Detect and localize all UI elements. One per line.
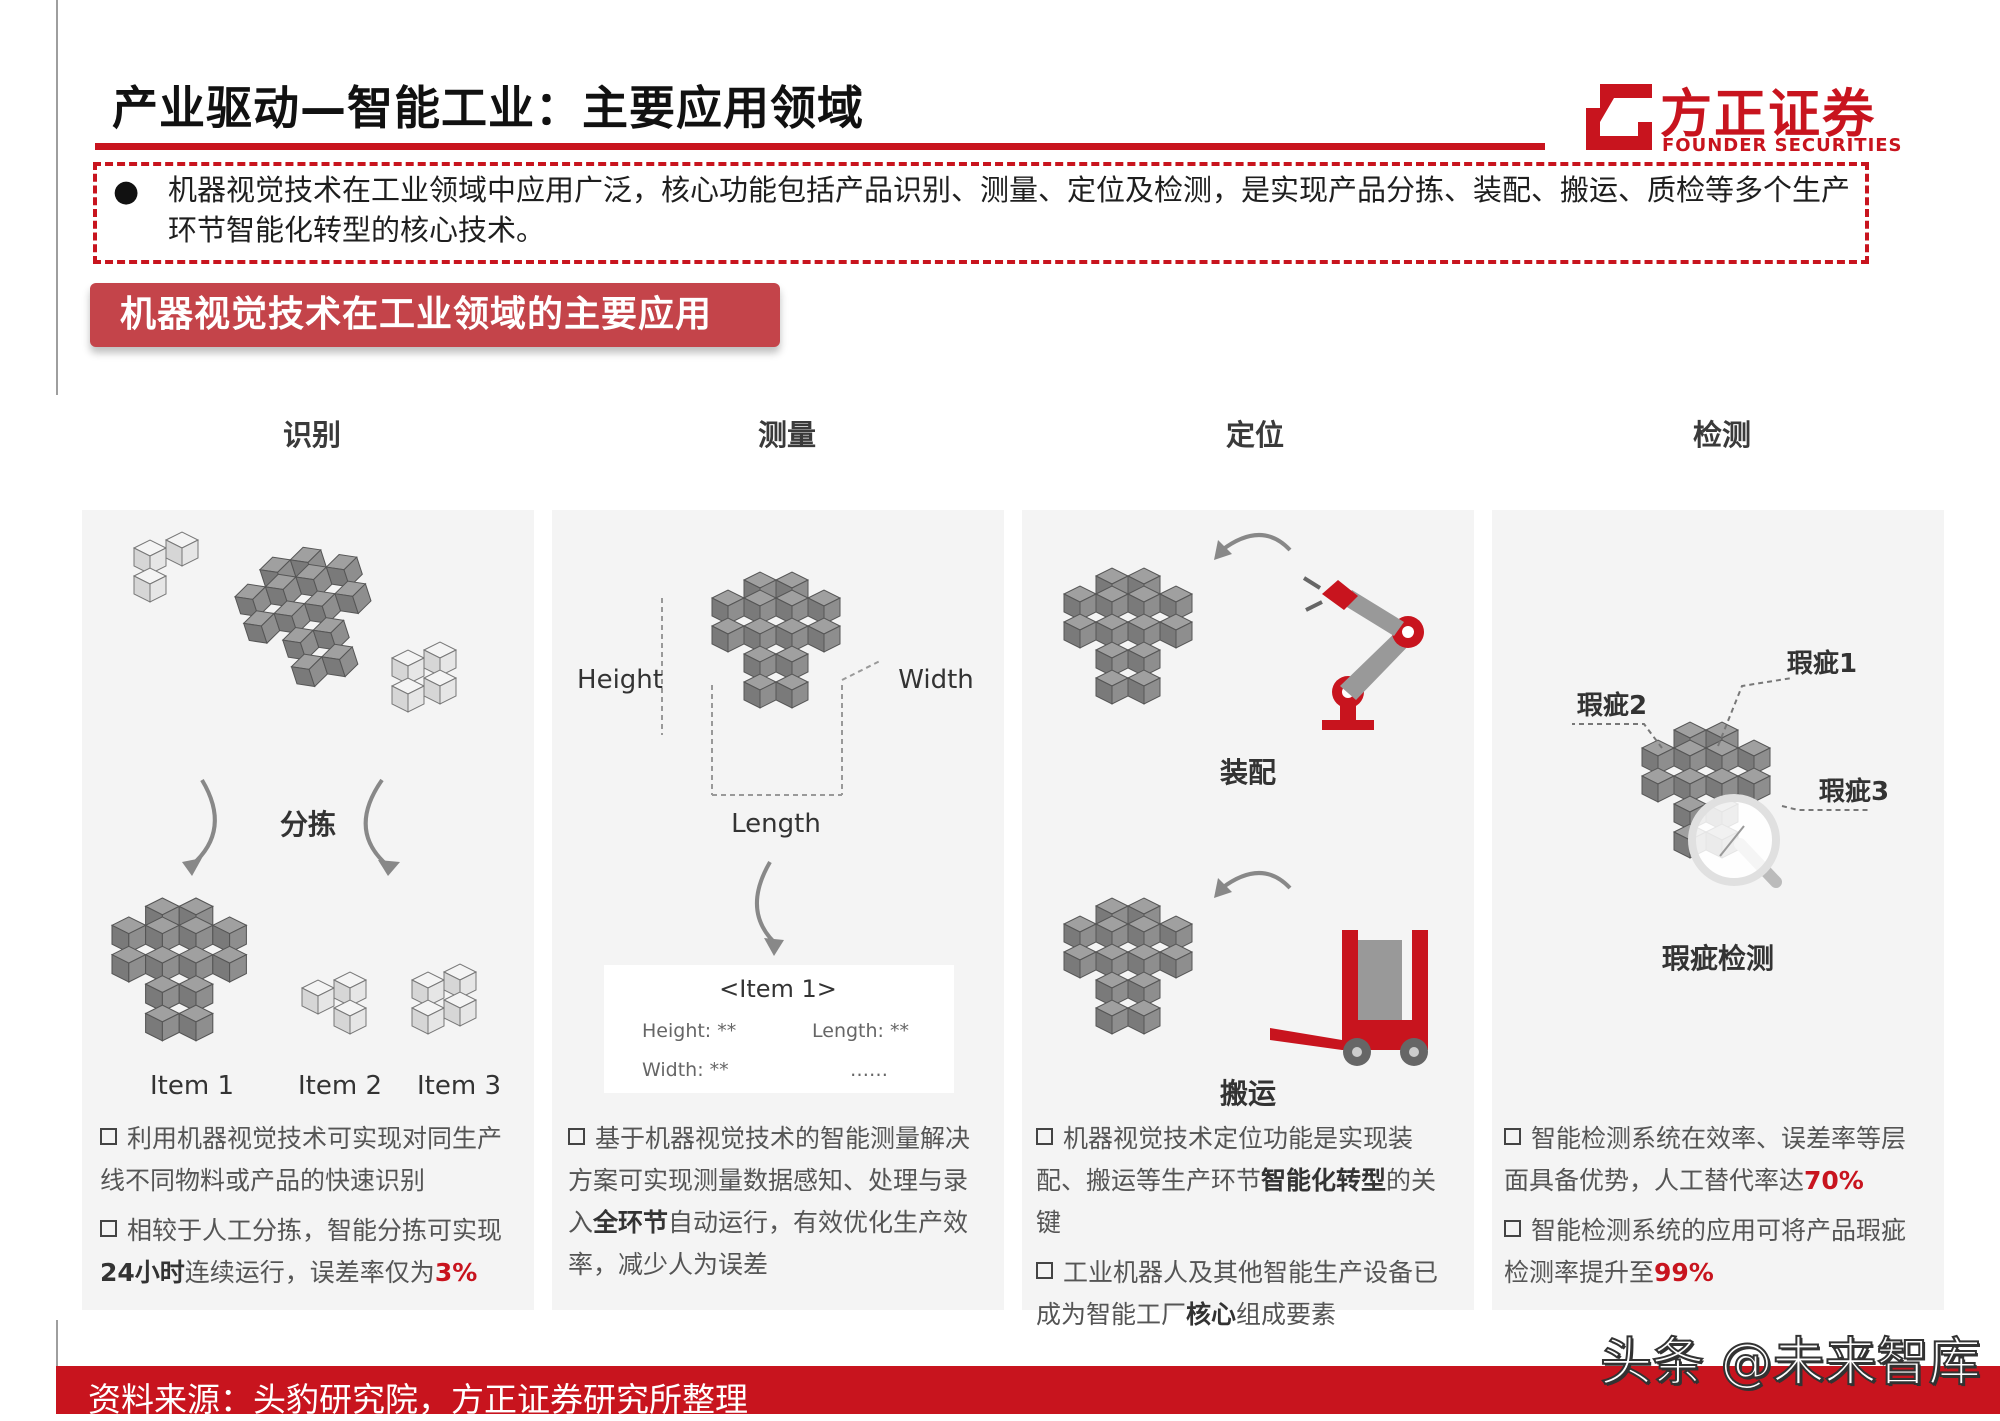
assembly-cube-cluster [1064, 568, 1192, 704]
footer-bar [56, 1366, 2000, 1414]
page-title: 产业驱动—智能工业：主要应用领域 [112, 81, 864, 135]
rotate-arrow-icon [1220, 533, 1292, 552]
summary-box [93, 162, 1869, 264]
width-label: Width [898, 665, 974, 695]
note-item: 工业机器人及其他智能生产设备已成为智能工厂核心组成要素 [1036, 1258, 1439, 1329]
item-card-more: …… [850, 1059, 888, 1081]
item-3-label: Item 3 [417, 1071, 501, 1101]
item-3-cubes [411, 963, 477, 1035]
positioning-illustration: 装配 搬运 [1022, 533, 1428, 1110]
founder-logo-icon [1586, 84, 1652, 150]
checkbox-bullet-icon [100, 1128, 117, 1145]
checkbox-bullet-icon [100, 1220, 117, 1237]
measurement-illustration: Height Width Length <Item 1> Height: ** … [577, 510, 974, 1093]
panel-inspection [1492, 510, 1944, 1310]
light-cube-right [391, 641, 457, 713]
note-item: 利用机器视觉技术可实现对同生产线不同物料或产品的快速识别 [100, 1124, 503, 1195]
note-item: 智能检测系统的应用可将产品瑕疵检测率提升至99% [1504, 1216, 1907, 1287]
sort-arrow-left-icon [190, 778, 217, 867]
rotate-arrow-icon-2 [1220, 871, 1292, 890]
defect-detection-label: 瑕疵检测 [1662, 942, 1774, 975]
defect-3-label: 瑕疵3 [1819, 776, 1889, 807]
title-underline [95, 143, 1545, 150]
column-heading-positioning: 定位 [1225, 418, 1284, 452]
watermark: 头条 @未来智库 [1599, 1332, 1982, 1394]
item-card-width: Width: ** [642, 1059, 729, 1081]
robot-arm-icon [1302, 576, 1424, 730]
defect-2-label: 瑕疵2 [1577, 690, 1647, 721]
item-2-cubes [301, 971, 367, 1035]
sort-arrow-right-icon [363, 778, 389, 867]
sorting-illustration: 分拣 Item 1 Item 2 Item 3 [82, 531, 501, 1101]
checkbox-bullet-icon [568, 1128, 585, 1145]
column-heading-inspection: 检测 [1692, 418, 1751, 452]
logo-text-cn: 方正证券 [1660, 85, 1877, 145]
bullet-icon: ● [113, 174, 140, 209]
recognition-notes: 利用机器视觉技术可实现对同生产线不同物料或产品的快速识别 相较于人工分拣，智能分… [100, 1118, 520, 1294]
positioning-notes: 机器视觉技术定位功能是实现装配、搬运等生产环节智能化转型的关键 工业机器人及其他… [1036, 1118, 1456, 1336]
measured-cube-cluster [712, 572, 840, 708]
section-title: 机器视觉技术在工业领域的主要应用 [90, 283, 780, 347]
checkbox-bullet-icon [1504, 1220, 1521, 1237]
item-card-title: <Item 1> [719, 975, 837, 1003]
transport-label: 搬运 [1220, 1077, 1276, 1110]
inspection-illustration: 瑕疵1 瑕疵2 瑕疵3 瑕疵检测 [1572, 648, 1889, 975]
inspection-notes: 智能检测系统在效率、误差率等层面具备优势，人工替代率达70% 智能检测系统的应用… [1504, 1118, 1924, 1294]
measurement-notes: 基于机器视觉技术的智能测量解决方案可实现测量数据感知、处理与录入全环节自动运行，… [568, 1118, 988, 1286]
note-item: 相较于人工分拣，智能分拣可实现24小时连续运行，误差率仅为3% [100, 1216, 503, 1287]
item-1-label: Item 1 [150, 1071, 234, 1101]
checkbox-bullet-icon [1036, 1128, 1053, 1145]
note-item: 智能检测系统在效率、误差率等层面具备优势，人工替代率达70% [1504, 1124, 1907, 1195]
transport-cube-cluster [1064, 898, 1192, 1034]
note-item: 机器视觉技术定位功能是实现装配、搬运等生产环节智能化转型的关键 [1036, 1124, 1437, 1237]
checkbox-bullet-icon [1504, 1128, 1521, 1145]
item-2-label: Item 2 [298, 1071, 382, 1101]
column-heading-recognition: 识别 [282, 418, 341, 452]
item-card-length: Length: ** [812, 1020, 909, 1042]
length-label: Length [731, 809, 821, 839]
sorting-label: 分拣 [280, 808, 336, 841]
assembly-label: 装配 [1220, 756, 1276, 789]
item-card-height: Height: ** [642, 1020, 736, 1042]
column-heading-measurement: 测量 [757, 418, 816, 452]
note-item: 基于机器视觉技术的智能测量解决方案可实现测量数据感知、处理与录入全环节自动运行，… [568, 1124, 971, 1279]
checkbox-bullet-icon [1036, 1262, 1053, 1279]
logo-text-en: FOUNDER SECURITIES [1662, 135, 1903, 156]
height-label: Height [577, 665, 663, 695]
item-card [604, 965, 954, 1093]
gray-cube-cluster [227, 532, 391, 701]
magnifier-icon [1688, 794, 1782, 888]
forklift-icon [1270, 930, 1428, 1066]
item-1-cubes [112, 898, 246, 1041]
defect-1-label: 瑕疵1 [1787, 648, 1857, 679]
source-note: 资料来源：头豹研究院，方正证券研究所整理 [88, 1380, 748, 1419]
summary-text: 机器视觉技术在工业领域中应用广泛，核心功能包括产品识别、测量、定位及检测，是实现… [168, 173, 1851, 247]
down-arrow-icon [755, 860, 776, 944]
light-cube-top-left [133, 531, 199, 603]
left-margin-line [56, 0, 58, 395]
